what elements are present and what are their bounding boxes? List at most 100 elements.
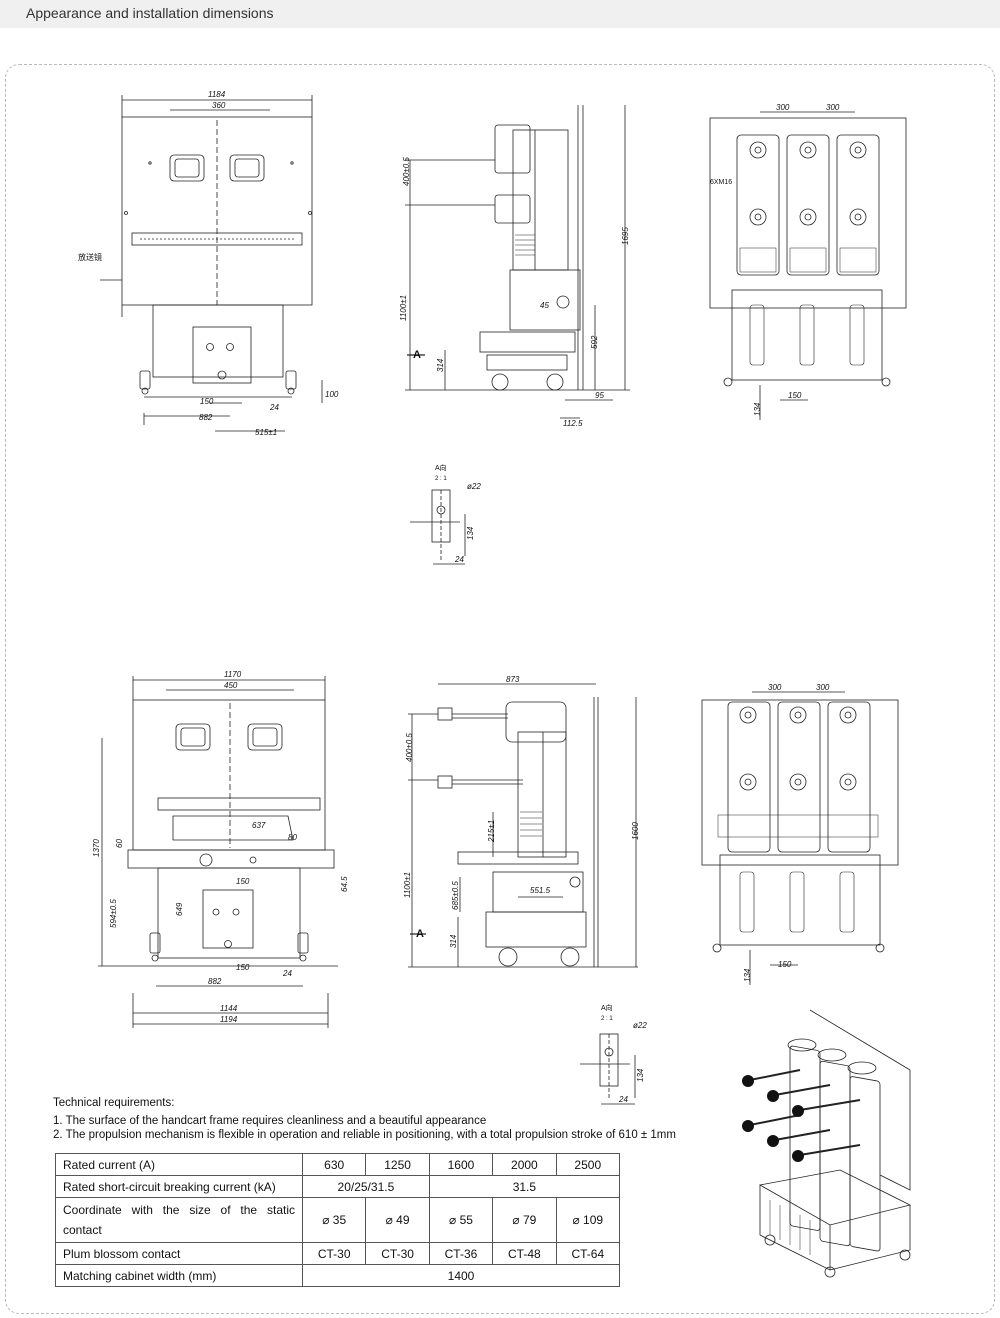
top-front-view-drawing: 1184 360 150 24 882 515±1 100 放送镜 (78, 90, 339, 437)
dim-label: 1184 (208, 90, 226, 99)
part-callout: 放送镜 (78, 252, 102, 262)
table-cell: 2000 (492, 1153, 557, 1176)
table-row: Coordinate with the size of the static c… (55, 1197, 621, 1243)
tech-item: 1. The surface of the handcart frame req… (53, 1115, 487, 1127)
table-cell: 1600 (428, 1153, 494, 1176)
tech-item: 2. The propulsion mechanism is flexible … (53, 1129, 676, 1141)
detail-title: A向 (435, 463, 447, 472)
table-cell: ⌀ 49 (365, 1197, 430, 1243)
dim-label: 112.5 (563, 419, 583, 428)
technical-requirements: Technical requirements: 1. The surface o… (53, 1096, 713, 1142)
row-label: Rated short-circuit breaking current (kA… (55, 1175, 303, 1198)
bottom-plan-view-drawing: 300 300 150 134 (701, 683, 899, 985)
table-cell: CT-30 (365, 1242, 430, 1265)
dim-label: 60 (115, 839, 124, 848)
detail-scale: 2 : 1 (601, 1016, 613, 1022)
table-row: Matching cabinet width (mm) 1400 (55, 1264, 620, 1287)
dim-label: 95 (595, 391, 604, 400)
table-cell: ⌀ 55 (428, 1197, 494, 1243)
content-frame (5, 64, 995, 1314)
dim-label: 450 (224, 681, 238, 690)
page-header: Appearance and installation dimensions (0, 0, 1000, 28)
dim-label: 150 (236, 963, 250, 972)
dim-label: 150 (778, 960, 792, 969)
row-label: Matching cabinet width (mm) (55, 1264, 303, 1287)
bottom-front-view-drawing: 1170 450 1370 60 594±0.5 649 637 80 150 … (92, 670, 349, 1028)
table-cell: CT-64 (555, 1242, 621, 1265)
dim-label: 150 (236, 877, 250, 886)
dim-label: 45 (540, 301, 549, 310)
bottom-detail-a-drawing: A向 2 : 1 ø22 134 24 (580, 1003, 647, 1105)
table-cell: 31.5 (428, 1175, 621, 1198)
part-callout: 6XM16 (710, 179, 732, 186)
dim-label: 1695 (621, 227, 630, 245)
dim-label: 300 (768, 683, 782, 692)
table-cell: 630 (301, 1153, 367, 1176)
dim-label: 592 (590, 335, 599, 349)
dim-label: 1194 (220, 1015, 238, 1024)
table-cell: ⌀ 79 (492, 1197, 557, 1243)
table-row: Rated short-circuit breaking current (kA… (55, 1175, 621, 1198)
dim-label: 300 (826, 103, 840, 112)
isometric-view-drawing (742, 1009, 912, 1278)
dim-label: 515±1 (255, 428, 277, 437)
table-cell: CT-36 (428, 1242, 494, 1265)
dim-label: 100 (325, 390, 339, 399)
dim-label: 80 (288, 833, 297, 842)
dim-label: 215±1 (487, 820, 496, 843)
dim-label: 400±0.5 (405, 733, 414, 762)
dim-label: 24 (618, 1095, 628, 1104)
dim-label: 300 (816, 683, 830, 692)
dim-label: 134 (636, 1068, 645, 1082)
table-row: Rated current (A) 630 1250 1600 2000 250… (55, 1153, 621, 1176)
dim-label: 1144 (220, 1004, 238, 1013)
top-side-view-drawing: 400±0.5 1100±1 1695 314 592 95 112.5 45 … (399, 105, 630, 428)
bottom-side-view-drawing: 873 400±0.5 1100±1 1600 215±1 551.5 685±… (403, 675, 640, 968)
view-marker: A (416, 928, 424, 940)
table-cell: 20/25/31.5 (302, 1175, 430, 1198)
detail-scale: 2 : 1 (435, 476, 447, 482)
row-label: Plum blossom contact (55, 1242, 303, 1265)
table-cell: CT-48 (492, 1242, 557, 1265)
dim-label: 637 (252, 821, 266, 830)
dim-label: 1100±1 (403, 872, 412, 898)
dim-label: 300 (776, 103, 790, 112)
table-cell: ⌀ 35 (301, 1197, 367, 1243)
dim-label: ø22 (467, 482, 481, 491)
dim-label: 360 (212, 101, 226, 110)
dim-label: 649 (175, 902, 184, 916)
dim-label: 314 (436, 358, 445, 372)
dim-label: 24 (454, 555, 464, 564)
view-marker: A (413, 349, 421, 361)
tech-title: Technical requirements: (53, 1097, 175, 1109)
table-cell: CT-30 (301, 1242, 367, 1265)
dim-label: 873 (506, 675, 520, 684)
dim-label: 314 (449, 934, 458, 948)
table-cell: 1400 (302, 1264, 620, 1287)
table-cell: ⌀ 109 (555, 1197, 621, 1243)
dim-label: 24 (282, 969, 292, 978)
row-label: Rated current (A) (55, 1153, 303, 1176)
dim-label: 1370 (92, 839, 101, 857)
dim-label: 150 (788, 391, 802, 400)
table-cell: 1250 (365, 1153, 430, 1176)
table-cell: 2500 (555, 1153, 621, 1176)
dim-label: 24 (269, 403, 279, 412)
spec-table: Rated current (A) 630 1250 1600 2000 250… (55, 1153, 621, 1287)
table-row: Plum blossom contact CT-30 CT-30 CT-36 C… (55, 1242, 621, 1265)
top-plan-view-drawing: 300 300 134 150 6XM16 (709, 103, 907, 420)
dim-label: 134 (743, 968, 752, 982)
page-title: Appearance and installation dimensions (26, 5, 274, 21)
dim-label: 1600 (631, 822, 640, 840)
detail-title: A向 (601, 1003, 613, 1012)
dim-label: 882 (208, 977, 222, 986)
dim-label: ø22 (633, 1021, 647, 1030)
dim-label: 1100±1 (399, 295, 408, 321)
dim-label: 685±0.5 (451, 881, 460, 910)
dim-label: 1170 (224, 670, 242, 679)
top-detail-a-drawing: A向 2 : 1 ø22 134 24 (410, 463, 481, 565)
dim-label: 134 (753, 402, 762, 416)
dim-label: 64.5 (340, 876, 349, 892)
dim-label: 551.5 (530, 886, 551, 895)
dim-label: 150 (200, 397, 214, 406)
